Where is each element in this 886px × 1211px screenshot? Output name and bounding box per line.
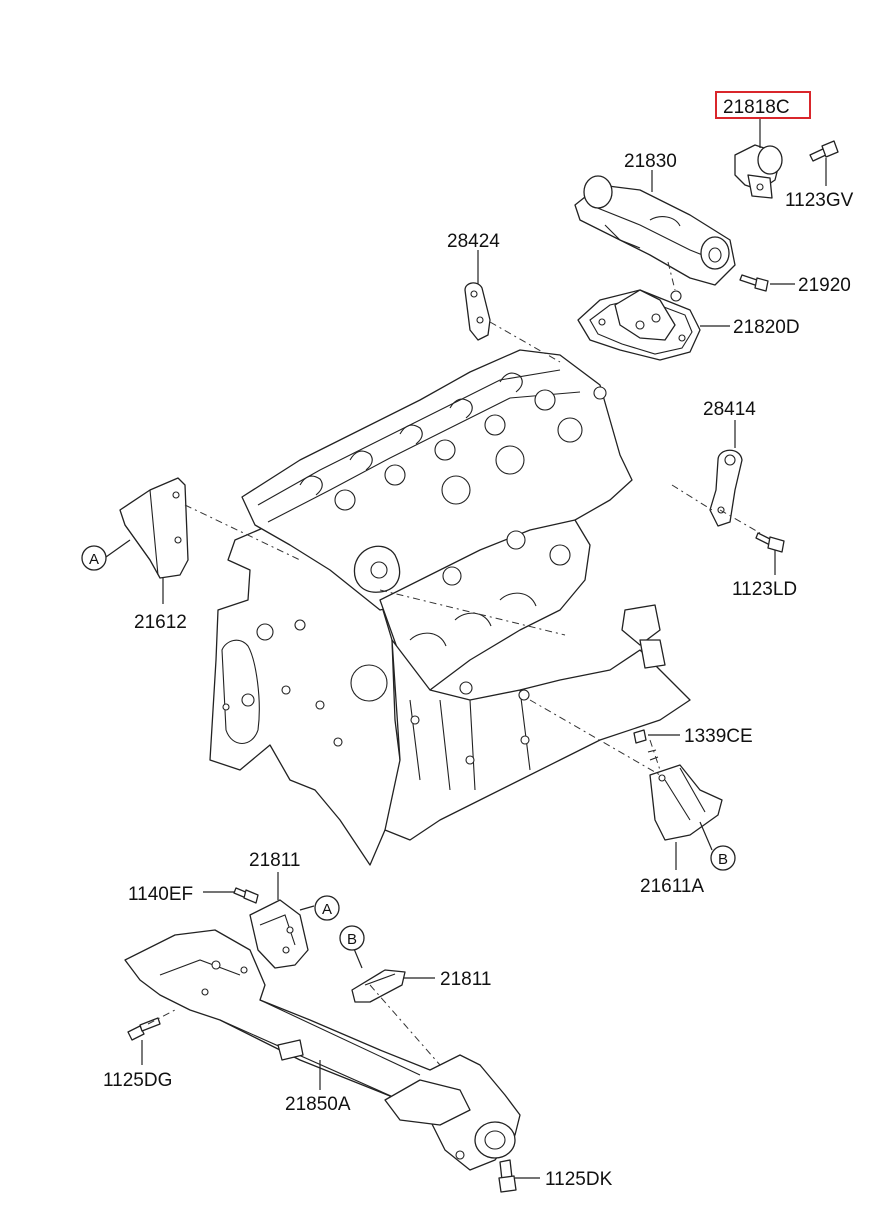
bolt-1140EF xyxy=(233,887,259,904)
alignment-lines xyxy=(147,261,761,1066)
callout-a-left: A xyxy=(81,545,107,571)
bolt-21920 xyxy=(739,274,769,292)
part-21811-bracket-upper xyxy=(249,899,309,969)
part-21611A-bracket xyxy=(649,764,723,841)
label-21850A: 21850A xyxy=(285,1094,351,1115)
callout-b-lower: B xyxy=(339,925,365,951)
part-21820D-mount-plate xyxy=(577,289,701,361)
callout-a-lower: A xyxy=(314,895,340,921)
part-28414-engine-hook xyxy=(709,449,743,527)
bolt-1123GV xyxy=(809,140,839,162)
highlight-box-21818C xyxy=(715,91,811,119)
label-21811-upper: 21811 xyxy=(249,850,300,871)
label-28424: 28424 xyxy=(447,231,500,252)
label-21920: 21920 xyxy=(798,275,851,296)
part-21811-bracket-lower xyxy=(351,969,406,1003)
label-1125DK: 1125DK xyxy=(545,1169,613,1190)
label-21818C: 21818C xyxy=(723,97,790,118)
label-21811-lower: 21811 xyxy=(440,969,491,990)
label-1339CE: 1339CE xyxy=(684,726,753,747)
part-28424-engine-hook xyxy=(464,282,491,341)
callout-a-lower-text: A xyxy=(322,901,332,918)
bolt-1125DK xyxy=(498,1159,517,1193)
part-21830-mount-bracket xyxy=(574,175,736,286)
callout-a-left-text: A xyxy=(89,551,99,568)
part-21612-bracket xyxy=(119,477,189,579)
label-1123GV: 1123GV xyxy=(785,190,854,211)
stud-1339CE xyxy=(633,729,659,761)
label-1125DG: 1125DG xyxy=(103,1070,172,1091)
bolt-1123LD xyxy=(755,532,785,553)
label-1123LD: 1123LD xyxy=(732,579,797,600)
label-21612: 21612 xyxy=(134,612,187,633)
label-21611A: 21611A xyxy=(640,876,704,897)
label-21820D: 21820D xyxy=(733,317,800,338)
label-28414: 28414 xyxy=(703,399,756,420)
label-1140EF: 1140EF xyxy=(128,884,193,905)
part-21818C-stopper xyxy=(734,144,783,199)
callout-b-right-text: B xyxy=(718,851,728,868)
callout-b-right: B xyxy=(710,845,736,871)
label-21830: 21830 xyxy=(624,151,677,172)
engine-block xyxy=(209,349,691,866)
callout-b-lower-text: B xyxy=(347,931,357,948)
part-21850A-crossmember xyxy=(124,929,521,1171)
bolt-1125DG xyxy=(127,1017,161,1041)
